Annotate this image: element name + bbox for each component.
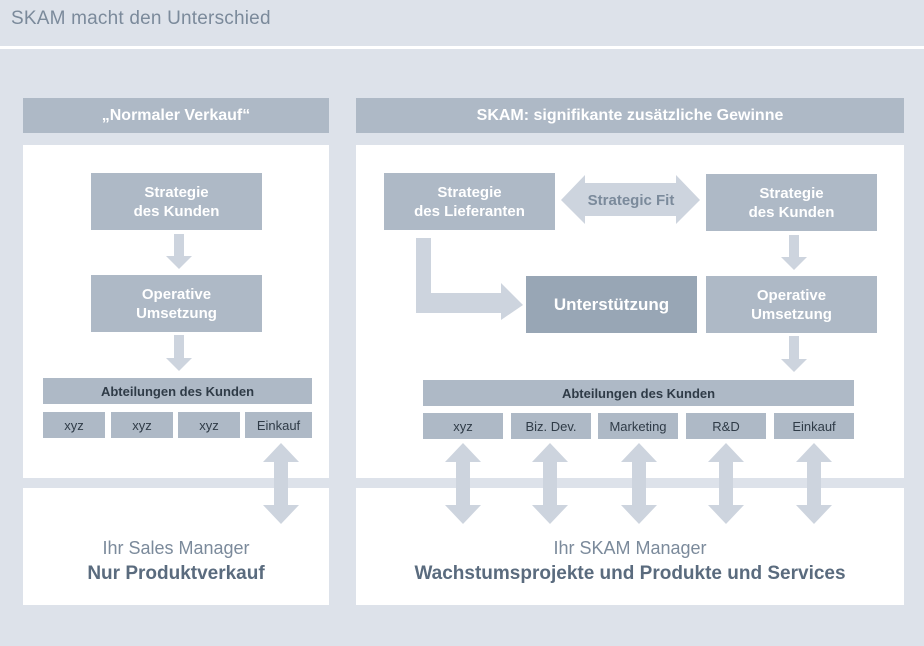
left-header: „Normaler Verkauf“	[23, 98, 329, 133]
left-operative-box: Operative Umsetzung	[91, 275, 262, 332]
support-elbow-arrow	[416, 238, 523, 320]
left-down-arrow-1	[166, 234, 192, 269]
right-double-arrow-1	[445, 443, 481, 524]
left-dept-4: Einkauf	[245, 412, 312, 438]
strategic-fit-label: Strategic Fit	[587, 191, 675, 209]
right-dept-2: Biz. Dev.	[511, 413, 591, 439]
left-double-arrow	[263, 443, 299, 524]
left-strategy-line1: Strategie	[144, 183, 209, 201]
left-strategy-line2: des Kunden	[133, 202, 220, 220]
right-dept-1: xyz	[423, 413, 503, 439]
strategic-fit-arrow	[561, 175, 700, 224]
supplier-strategy-box: Strategie des Lieferanten	[384, 173, 555, 230]
right-dept-5: Einkauf	[774, 413, 854, 439]
right-double-arrow-2	[532, 443, 568, 524]
left-dept-3: xyz	[178, 412, 240, 438]
page-title: SKAM macht den Unterschied	[11, 8, 271, 29]
right-strategy-line1: Strategie	[759, 184, 824, 202]
supplier-strategy-line2: des Lieferanten	[414, 202, 525, 220]
left-operative-line1: Operative	[141, 285, 212, 303]
right-down-arrow-1	[781, 235, 807, 270]
title-divider	[0, 46, 924, 49]
supplier-strategy-line1: Strategie	[437, 183, 502, 201]
left-manager-role: Ihr Sales Manager	[102, 538, 250, 558]
right-dept-4: R&D	[686, 413, 766, 439]
right-operative-line1: Operative	[756, 286, 827, 304]
left-customer-strategy-box: Strategie des Kunden	[91, 173, 262, 230]
left-down-arrow-2	[166, 335, 192, 371]
support-box: Unterstützung	[526, 276, 697, 333]
left-operative-line2: Umsetzung	[136, 304, 217, 322]
left-dept-2: xyz	[111, 412, 173, 438]
right-manager-role: Ihr SKAM Manager	[553, 538, 707, 558]
right-double-arrow-5	[796, 443, 832, 524]
left-manager-task: Nur Produktverkauf	[87, 563, 265, 584]
left-departments-label: Abteilungen des Kunden	[43, 378, 312, 404]
right-manager-task: Wachstumsprojekte und Produkte und Servi…	[414, 563, 846, 584]
right-double-arrow-3	[621, 443, 657, 524]
right-strategy-line2: des Kunden	[748, 203, 835, 221]
right-departments-label: Abteilungen des Kunden	[423, 380, 854, 406]
right-header: SKAM: signifikante zusätzliche Gewinne	[356, 98, 904, 133]
right-customer-strategy-box: Strategie des Kunden	[706, 174, 877, 231]
right-down-arrow-2	[781, 336, 807, 372]
right-double-arrow-4	[708, 443, 744, 524]
right-operative-line2: Umsetzung	[751, 305, 832, 323]
title-bar	[0, 0, 924, 46]
left-dept-1: xyz	[43, 412, 105, 438]
right-operative-box: Operative Umsetzung	[706, 276, 877, 333]
right-dept-3: Marketing	[598, 413, 678, 439]
